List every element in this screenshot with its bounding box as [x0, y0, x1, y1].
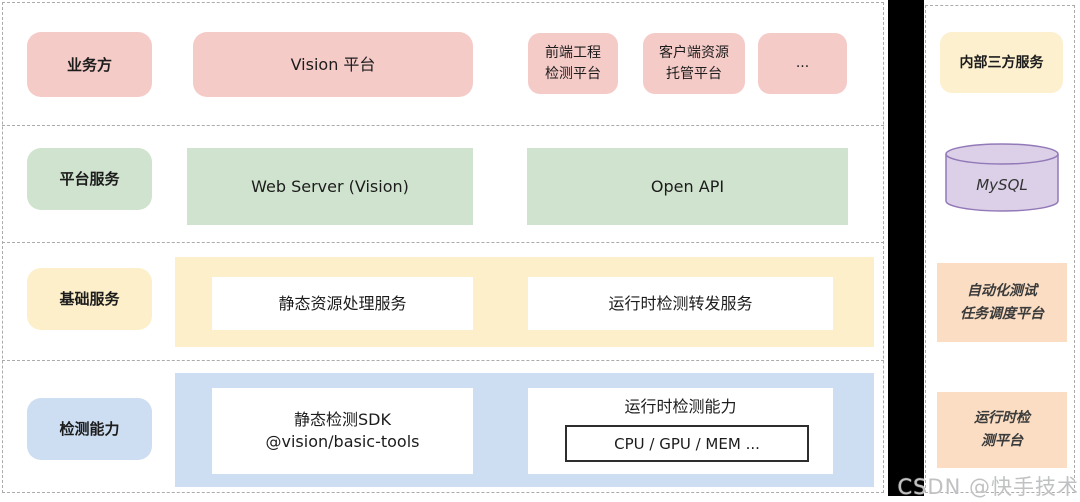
- row-label-basic: 基础服务: [27, 268, 152, 330]
- node-vision-platform-text: Vision 平台: [290, 54, 376, 74]
- node-frontend-check-line1: 前端工程: [545, 44, 601, 61]
- row-label-detect: 检测能力: [27, 398, 152, 460]
- mysql-label: MySQL: [976, 176, 1028, 194]
- node-static-sdk-line2: @vision/basic-tools: [265, 432, 420, 451]
- node-web-server: Web Server (Vision): [187, 148, 473, 225]
- sidebar-runtime-line2: 测平台: [981, 433, 1023, 449]
- row-separator-3: [2, 360, 884, 361]
- node-web-server-text: Web Server (Vision): [251, 176, 409, 196]
- node-runtime-capability-title: 运行时检测能力: [624, 397, 737, 416]
- node-static-sdk-line1: 静态检测SDK: [294, 410, 391, 429]
- node-runtime-metrics-frame: CPU / GPU / MEM ...: [565, 425, 809, 462]
- node-frontend-check-line2: 检测平台: [545, 65, 601, 82]
- node-runtime-capability: 运行时检测能力 CPU / GPU / MEM ...: [528, 388, 833, 474]
- node-static-resource-service-text: 静态资源处理服务: [278, 293, 407, 313]
- node-more-ellipsis: ...: [758, 33, 847, 94]
- watermark: CSDN @快手技术: [897, 475, 1079, 499]
- node-client-resource-platform: 客户端资源 托管平台: [643, 33, 745, 94]
- row-separator-1: [2, 125, 884, 126]
- row-label-platform: 平台服务: [27, 148, 152, 210]
- sidebar-autotest-line1: 自动化测试: [967, 282, 1037, 299]
- sidebar-autotest-platform: 自动化测试 任务调度平台: [937, 263, 1067, 342]
- mysql-cylinder-icon: MySQL: [944, 142, 1060, 214]
- row-label-detect-text: 检测能力: [59, 420, 120, 438]
- row-label-platform-text: 平台服务: [59, 170, 120, 188]
- node-runtime-forward-service-text: 运行时检测转发服务: [608, 293, 753, 313]
- row-separator-2: [2, 242, 884, 243]
- node-open-api: Open API: [527, 148, 848, 225]
- node-client-resource-line2: 托管平台: [666, 65, 722, 82]
- row-label-business: 业务方: [27, 32, 152, 97]
- node-runtime-forward-service: 运行时检测转发服务: [528, 277, 833, 330]
- node-client-resource-line1: 客户端资源: [659, 44, 729, 61]
- node-open-api-text: Open API: [650, 176, 725, 196]
- sidebar-internal-services: 内部三方服务: [940, 32, 1063, 93]
- node-static-resource-service: 静态资源处理服务: [212, 277, 473, 330]
- node-frontend-check-platform: 前端工程 检测平台: [528, 33, 618, 94]
- sidebar-internal-services-text: 内部三方服务: [959, 54, 1044, 71]
- row-label-business-text: 业务方: [66, 55, 112, 74]
- node-static-sdk: 静态检测SDK @vision/basic-tools: [212, 388, 473, 474]
- divider-bar: [888, 0, 924, 496]
- row-label-basic-text: 基础服务: [59, 290, 120, 308]
- node-runtime-metrics-text: CPU / GPU / MEM ...: [614, 434, 760, 453]
- node-vision-platform: Vision 平台: [193, 32, 473, 97]
- node-more-ellipsis-text: ...: [795, 55, 810, 71]
- sidebar-runtime-platform: 运行时检 测平台: [937, 392, 1067, 468]
- sidebar-runtime-line1: 运行时检: [974, 410, 1030, 426]
- sidebar-autotest-line2: 任务调度平台: [960, 305, 1044, 322]
